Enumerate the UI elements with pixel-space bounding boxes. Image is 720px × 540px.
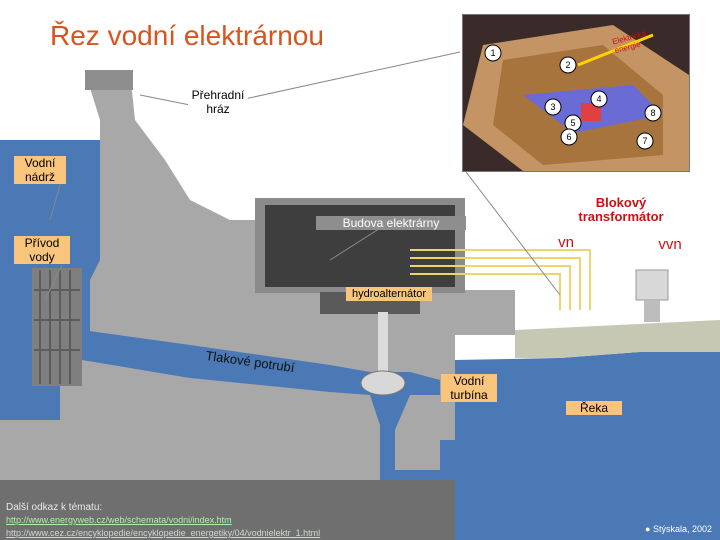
copyright-icon: ● [645,524,651,534]
turbine-shaft [378,312,388,382]
footer-link-energyweb[interactable]: http://www.energyweb.cz/web/schemata/vod… [6,515,232,525]
footer-related-label: Další odkaz k tématu: [6,502,103,513]
detail-inset: 1 2 3 4 5 6 7 8 Elektrická energie [462,14,690,172]
turbine-runner [360,370,406,396]
inset-marker-3 [544,98,562,116]
inset-num-5: 5 [570,118,575,128]
footer-link-cez[interactable]: http://www.cez.cz/encyklopedie/encyklope… [6,528,321,538]
label-turbine: Vodní turbína [441,374,497,402]
inset-marker-2 [559,56,577,74]
river-water [455,350,720,540]
label-dam-wall: Přehradní hráz [188,88,248,116]
transformer-unit [635,269,669,301]
label-powerhouse: Budova elektrárny [316,216,466,230]
inset-num-7: 7 [642,136,647,146]
inset-marker-8 [644,104,662,122]
label-transformer: Blokový transformátor [578,195,664,224]
label-river: Řeka [566,401,622,415]
inset-num-1: 1 [490,48,495,58]
label-intake: Přívod vody [14,236,70,264]
copyright: ● Stýskala, 2002 [645,524,712,534]
inset-marker-7 [636,132,654,150]
inset-marker-1 [484,44,502,62]
penstock-pipe [82,330,370,395]
label-vvn: vvn [658,236,682,253]
inset-num-8: 8 [650,108,655,118]
page-title: Řez vodní elektrárnou [50,20,324,51]
label-generator: hydroalternátor [346,287,432,301]
inset-num-4: 4 [596,94,601,104]
inset-marker-4 [590,90,608,108]
inset-marker-6 [560,128,578,146]
inset-num-6: 6 [566,132,571,142]
inset-illustration: 1 2 3 4 5 6 7 8 [463,15,689,171]
copyright-text: Stýskala, 2002 [652,524,712,534]
inset-num-2: 2 [565,60,570,70]
inset-num-3: 3 [550,102,555,112]
label-reservoir: Vodní nádrž [14,156,66,184]
label-vn: vn [558,234,574,251]
